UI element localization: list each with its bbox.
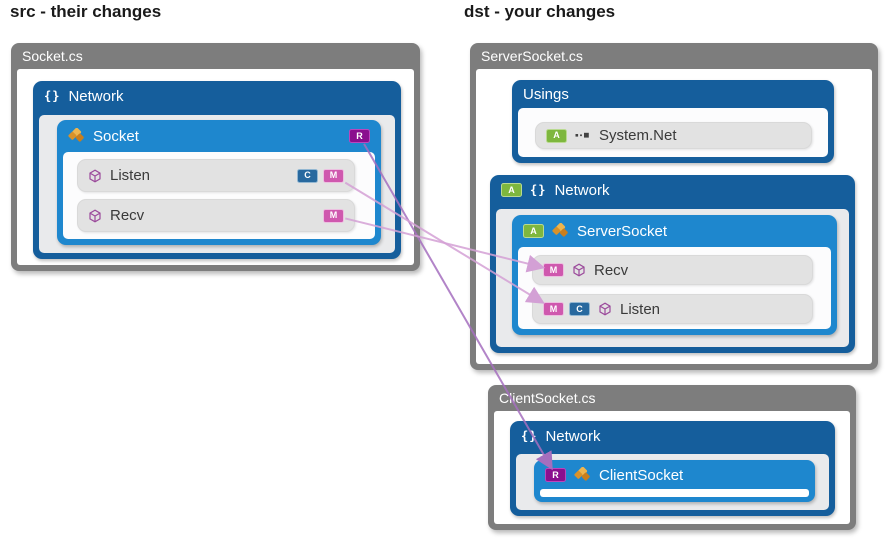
src-class-socket: Socket R Listen C M [57,120,381,245]
dst-systemnet-badge-a: A [546,128,567,143]
src-namespace-header[interactable]: {} Network [33,81,401,111]
dst-using-system-net[interactable]: A System.Net [535,122,812,149]
dst-serversocket-badge-a: A [523,224,544,238]
src-namespace-network: {} Network Socket R [33,81,401,259]
dst-client-namespace-label: Network [545,427,601,445]
dst-client-file-name: ClientSocket.cs [499,390,596,406]
dst-client-file-header[interactable]: ClientSocket.cs [488,385,856,411]
dst-namespace-network: A {} Network A ServerSocket [490,175,855,353]
method-icon [572,263,586,277]
dst-class-clientsocket[interactable]: R ClientSocket [534,460,815,502]
src-listen-label: Listen [110,167,151,184]
src-class-header[interactable]: Socket R [57,120,381,152]
dst-listen-label: Listen [620,300,661,318]
src-file-socket-cs: Socket.cs {} Network Socket [11,43,420,271]
src-file-body: {} Network Socket R [17,69,414,265]
dst-member-recv[interactable]: M Recv [532,255,813,285]
dst-class-label: ServerSocket [577,222,668,240]
dst-client-namespace-header[interactable]: {} Network [510,421,835,451]
src-member-recv[interactable]: Recv M [77,199,355,232]
src-listen-badge-m: M [323,168,344,183]
dst-namespace-label: Network [554,181,610,199]
src-listen-badge-c: C [297,168,318,183]
namespace-icon: {} [521,429,538,443]
src-namespace-label: Network [68,87,124,105]
method-icon [88,209,102,223]
dst-client-file-body: {} Network R ClientSocket [494,411,850,524]
method-icon [598,302,612,316]
src-socket-badge-r: R [349,129,370,143]
dst-server-file-header[interactable]: ServerSocket.cs [470,43,878,69]
method-icon [88,169,102,183]
dst-recv-label: Recv [594,261,629,279]
dst-namespace-header[interactable]: A {} Network [490,175,855,205]
dst-systemnet-label: System.Net [599,127,677,144]
dst-listen-badge-c: C [569,302,590,316]
dst-usings-label: Usings [523,85,569,103]
dst-class-header[interactable]: A ServerSocket [512,215,837,247]
client-class-body-strip [540,489,809,497]
src-recv-label: Recv [110,207,145,224]
src-file-header[interactable]: Socket.cs [11,43,420,69]
dst-recv-badge-m: M [543,263,564,277]
dst-file-clientsocket-cs: ClientSocket.cs {} Network R [488,385,856,530]
class-icon [68,128,85,144]
dst-listen-badge-m: M [543,302,564,316]
dst-client-namespace-network: {} Network R ClientSocket [510,421,835,516]
dst-heading: dst - your changes [464,2,616,21]
class-icon [574,467,591,483]
namespace-icon: {} [44,89,61,103]
class-icon [552,223,569,239]
dst-usings-box: Usings A System.Net [512,80,834,163]
dst-client-class-header: R ClientSocket [534,460,815,490]
dst-server-file-body: Usings A System.Net A {} Netwo [476,69,872,364]
dst-client-class-label: ClientSocket [599,466,684,484]
dst-clientsocket-badge-r: R [545,468,566,482]
dst-usings-header[interactable]: Usings [512,80,834,108]
src-file-name: Socket.cs [22,48,83,64]
src-class-label: Socket [93,127,139,145]
dst-server-file-name: ServerSocket.cs [481,48,583,64]
src-member-listen[interactable]: Listen C M [77,159,355,192]
dst-file-serversocket-cs: ServerSocket.cs Usings A System.Net [470,43,878,370]
dst-network-badge-a: A [501,183,522,197]
namespace-icon: {} [530,183,547,197]
dst-class-serversocket: A ServerSocket M [512,215,837,335]
src-recv-badge-m: M [323,208,344,223]
dst-member-listen[interactable]: M C Listen [532,294,813,324]
using-directive-icon [575,131,591,140]
src-heading: src - their changes [10,2,162,21]
